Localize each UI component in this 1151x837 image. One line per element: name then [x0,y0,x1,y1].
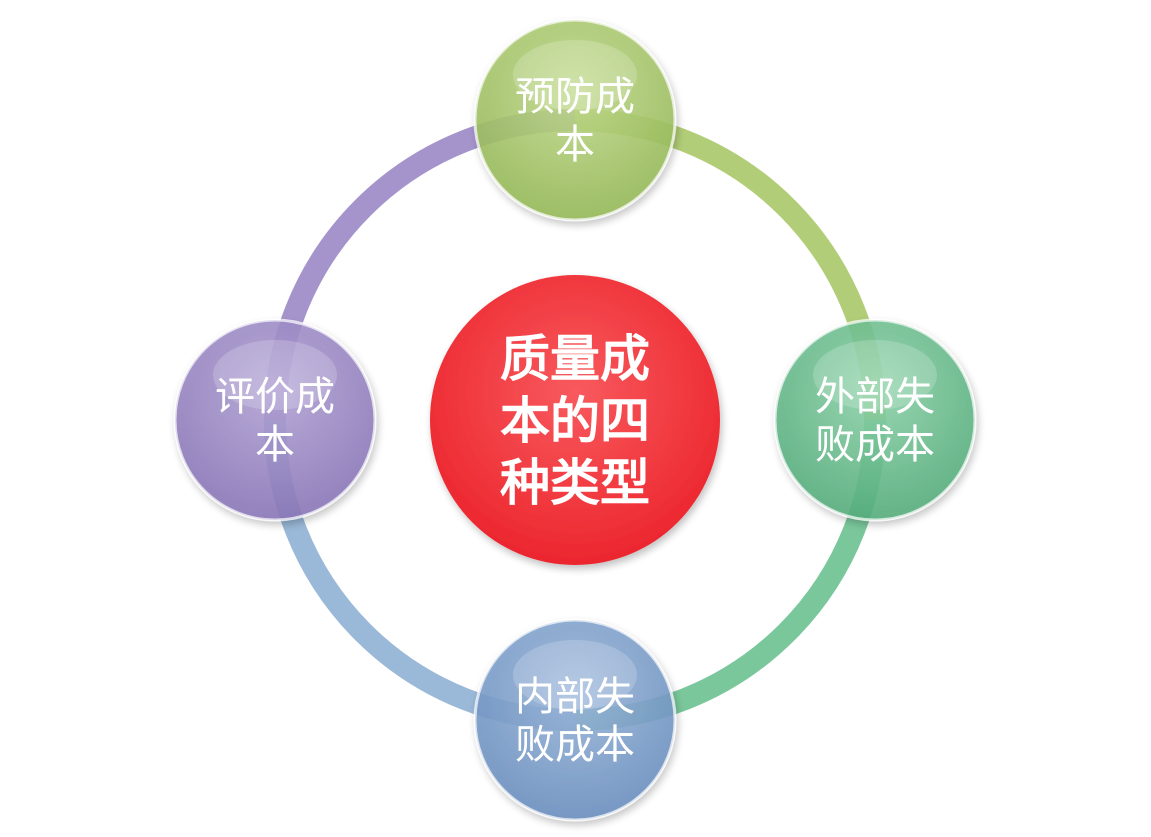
node-highlight-internal-failure [513,640,637,710]
node-highlight-appraisal [213,340,337,410]
center-label-line-2: 本的四 [500,392,650,450]
node-highlight-external-failure [813,340,937,410]
node-label-external-failure-line-2: 败成本 [815,422,935,468]
node-label-prevention-line-1: 预防成 [515,74,635,120]
node-label-appraisal-line-1: 评价成 [215,374,335,420]
node-label-external-failure-line-1: 外部失 [815,374,935,420]
node-label-internal-failure-line-1: 内部失 [515,674,635,720]
node-label-prevention-line-2: 本 [555,122,595,168]
center-circle [430,275,720,565]
node-label-appraisal-line-2: 本 [255,422,295,468]
node-label-internal-failure-line-2: 败成本 [515,722,635,768]
center-label-line-1: 质量成 [500,330,650,388]
center-label-line-3: 种类型 [500,454,650,512]
node-highlight-prevention [513,40,637,110]
